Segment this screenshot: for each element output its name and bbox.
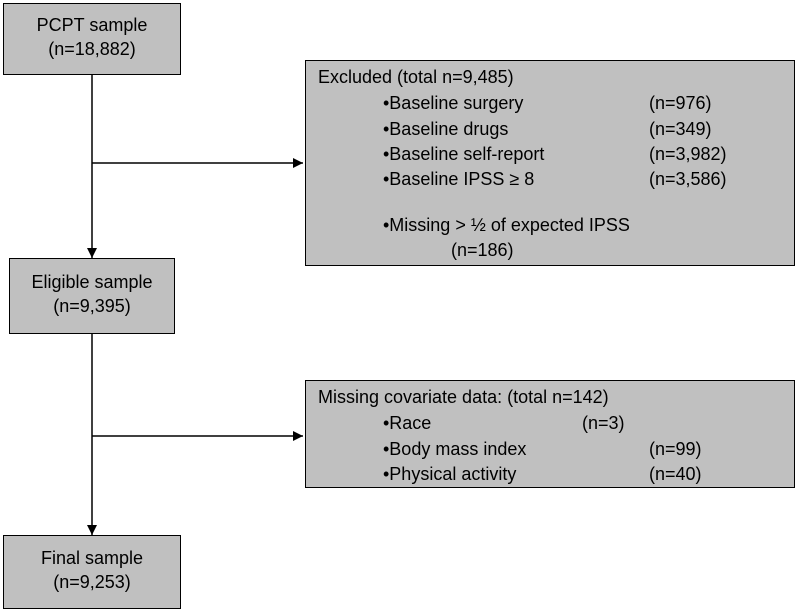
pcpt-sample-title: PCPT sample (36, 15, 148, 35)
excluded-item-label: •Baseline drugs (383, 119, 509, 139)
covariate-item-count: (n=40) (649, 464, 702, 484)
covariate-box: Missing covariate data: (total n=142) •R… (305, 380, 795, 488)
excluded-item-count: (n=349) (649, 119, 712, 139)
covariate-item-label: •Race (383, 413, 432, 433)
excluded-item-label: •Baseline surgery (383, 93, 524, 113)
excluded-item-count: (n=3,982) (649, 144, 727, 164)
excluded-header: Excluded (total n=9,485) (318, 67, 514, 87)
eligible-sample-title: Eligible sample (31, 272, 153, 292)
final-sample-count: (n=9,253) (53, 572, 131, 592)
pcpt-sample-box: PCPT sample (n=18,882) (3, 3, 181, 75)
excluded-item-label: •Baseline self-report (383, 144, 545, 164)
covariate-item-count: (n=3) (582, 413, 625, 433)
covariate-item-label: •Body mass index (383, 439, 527, 459)
covariate-item-label: •Physical activity (383, 464, 517, 484)
excluded-missing-count: (n=186) (451, 240, 514, 260)
excluded-item-count: (n=976) (649, 93, 712, 113)
covariate-header: Missing covariate data: (total n=142) (318, 387, 609, 407)
eligible-sample-box: Eligible sample (n=9,395) (9, 258, 175, 334)
pcpt-sample-count: (n=18,882) (48, 39, 136, 59)
excluded-box: Excluded (total n=9,485) •Baseline surge… (305, 60, 795, 266)
excluded-missing-label: •Missing > ½ of expected IPSS (383, 215, 630, 235)
covariate-item-count: (n=99) (649, 439, 702, 459)
final-sample-box: Final sample (n=9,253) (3, 535, 181, 609)
excluded-item-count: (n=3,586) (649, 169, 727, 189)
eligible-sample-count: (n=9,395) (53, 296, 131, 316)
final-sample-title: Final sample (40, 548, 144, 568)
excluded-item-label: •Baseline IPSS ≥ 8 (383, 169, 535, 189)
